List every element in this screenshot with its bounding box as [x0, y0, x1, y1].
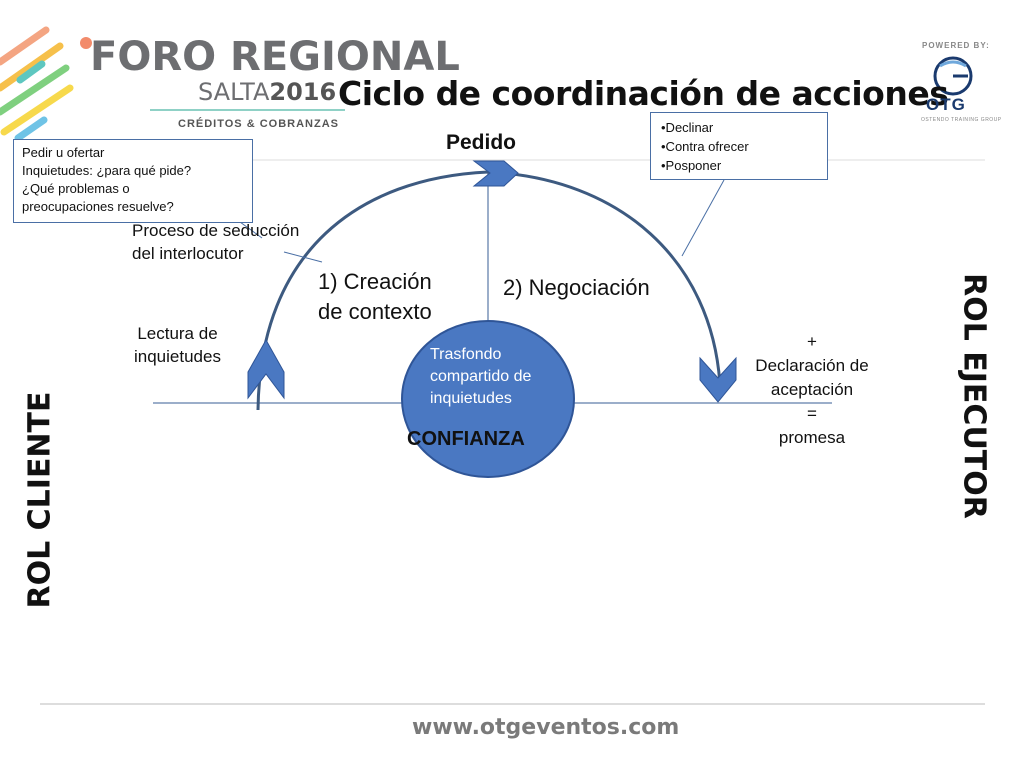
declaracion-line: aceptación: [770, 380, 854, 399]
partner-logo-text: OTG: [926, 95, 966, 114]
pedir-ofertar-box: Pedir u ofertar Inquietudes: ¿para qué p…: [13, 139, 253, 223]
cycle-arc: [256, 170, 722, 411]
connector-left-box: [239, 221, 263, 239]
footer-url[interactable]: www.otgeventos.com: [412, 715, 680, 740]
creacion-line: de contexto: [318, 299, 432, 324]
lectura-line: inquietudes: [134, 347, 221, 366]
powered-by-label: POWERED BY:: [922, 41, 990, 50]
logo-title: FORO REGIONAL: [90, 34, 460, 80]
seduccion-line: Proceso de seducción: [132, 221, 300, 240]
lectura-line: Lectura de: [137, 324, 218, 343]
seduccion-label: Proceso de seducción del interlocutor: [132, 219, 299, 265]
declaracion-plus: +: [807, 332, 817, 351]
connector-right-box: [681, 179, 725, 257]
logo-year: 2016: [269, 78, 337, 106]
confianza-circle: [401, 320, 575, 478]
connector-seduccion: [283, 251, 323, 263]
box-right-line: •Contra ofrecer: [661, 139, 749, 154]
arc-arrow-down-icon: [699, 356, 737, 403]
logo-flower-icon: [80, 37, 92, 49]
otg-globe-icon: [933, 56, 973, 96]
logo-stripes-icon: [0, 26, 74, 142]
trasfondo-line: compartido de: [430, 368, 532, 385]
creacion-line: 1) Creación: [318, 269, 432, 294]
confianza-label: CONFIANZA: [407, 428, 525, 450]
negociacion-label: 2) Negociación: [503, 275, 650, 300]
rol-cliente-label: ROL CLIENTE: [22, 391, 58, 609]
box-left-line: ¿Qué problemas o: [22, 181, 130, 196]
declaracion-equals: =: [807, 404, 817, 423]
logo-subtitle: CRÉDITOS & COBRANZAS: [178, 118, 339, 130]
box-left-line: Inquietudes: ¿para qué pide?: [22, 163, 192, 178]
arc-arrow-right-icon: [472, 160, 519, 187]
trasfondo-line: Trasfondo: [430, 346, 502, 363]
box-left-line: Pedir u ofertar: [22, 145, 105, 160]
trasfondo-line: inquietudes: [430, 390, 512, 407]
partner-subtitle: OSTENDO TRAINING GROUP: [921, 117, 1002, 123]
box-right-line: •Posponer: [661, 158, 722, 173]
box-left-line: preocupaciones resuelve?: [22, 199, 174, 214]
logo-city-name: SALTA: [198, 78, 270, 106]
lectura-label: Lectura de inquietudes: [134, 322, 221, 368]
arc-arrow-up-icon: [247, 338, 285, 400]
trasfondo-label: Trasfondo compartido de inquietudes: [430, 344, 531, 410]
box-right-line: •Declinar: [661, 120, 714, 135]
logo-city: SALTA2016: [198, 78, 336, 106]
declaracion-label: + Declaración de aceptación = promesa: [740, 330, 884, 450]
seduccion-line: del interlocutor: [132, 244, 244, 263]
pedido-label: Pedido: [446, 131, 517, 154]
declaracion-line: Declaración de: [755, 356, 869, 375]
opciones-box: •Declinar •Contra ofrecer •Posponer: [650, 112, 828, 180]
declaracion-line: promesa: [778, 428, 846, 447]
slide-title: Ciclo de coordinación de acciones: [338, 74, 949, 113]
rol-ejecutor-label: ROL EJECUTOR: [956, 273, 992, 519]
creacion-label: 1) Creación de contexto: [318, 267, 432, 327]
